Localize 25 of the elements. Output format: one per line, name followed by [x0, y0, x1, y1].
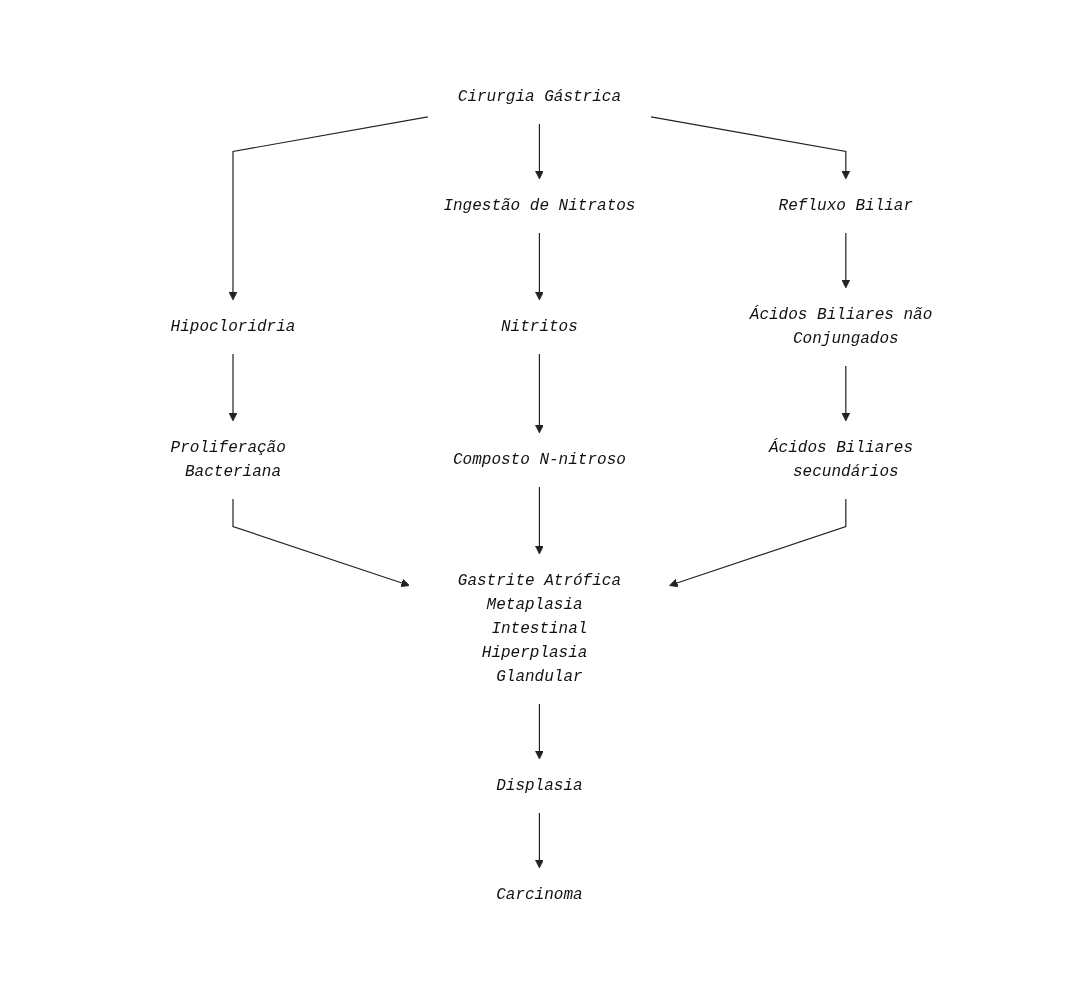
arrow [535, 486, 544, 555]
arrow [535, 703, 544, 760]
node-text: Composto N-nitroso [453, 451, 626, 469]
node-text: Cirurgia Gástrica [457, 88, 622, 106]
node-text: Gastrite Atrófica Metaplasia Intestinal Hiperplasia Glandular [457, 572, 622, 686]
node-text: Ácidos Biliares secundários [769, 439, 914, 481]
node-text: Ingestão de Nitratos [443, 197, 636, 215]
arrow [535, 353, 544, 434]
node-text: Hipocloridria [170, 318, 296, 336]
arrow [669, 498, 847, 588]
arrow [841, 232, 851, 289]
arrow [228, 116, 429, 301]
node-text: Nitritos [501, 318, 578, 336]
node-text: Carcinoma [496, 886, 583, 904]
arrow [535, 812, 544, 869]
node-text: Ácidos Biliares não Conjungados [749, 306, 933, 348]
node-text: Refluxo Biliar [778, 197, 914, 215]
arrow [535, 123, 544, 180]
arrow [841, 365, 851, 422]
arrow [232, 498, 410, 588]
arrow [535, 232, 544, 301]
node-text: Displasia [496, 777, 583, 795]
node-text: Proliferação Bacteriana [170, 439, 286, 481]
arrow [228, 353, 238, 422]
arrow [650, 116, 851, 180]
